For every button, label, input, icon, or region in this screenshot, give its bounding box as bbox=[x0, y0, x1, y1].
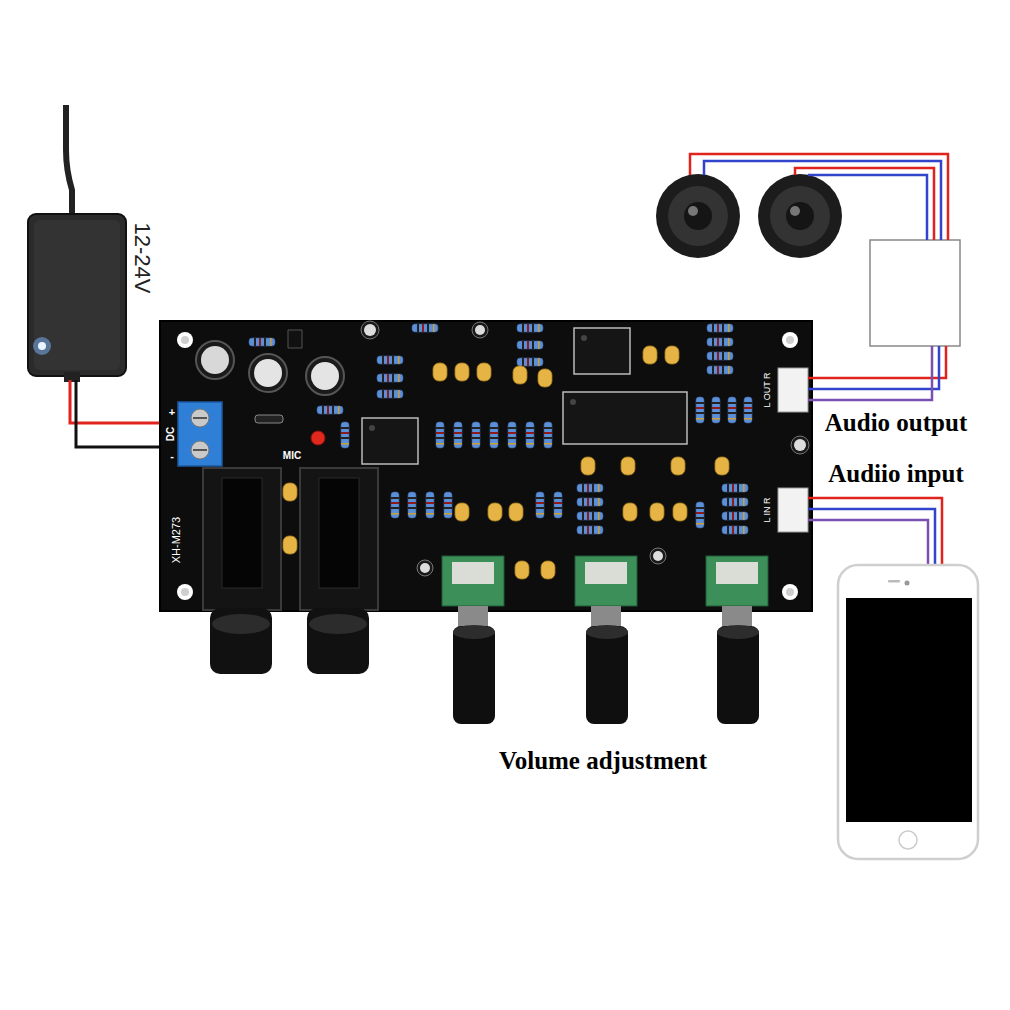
board-model: XH-M273 bbox=[170, 517, 182, 563]
callout-label: Volume adjustment bbox=[499, 747, 707, 775]
callout-label: Audio output bbox=[825, 409, 967, 437]
voltage-label: 12-24V bbox=[130, 223, 154, 294]
silk-label: L IN R bbox=[763, 497, 773, 522]
silk-label: - bbox=[170, 450, 174, 462]
callout-label: Audiio input bbox=[828, 460, 964, 488]
silk-label: DC bbox=[165, 427, 176, 441]
silk-label: L OUT R bbox=[763, 372, 773, 407]
silk-label: MIC bbox=[283, 450, 301, 461]
silk-label: + bbox=[169, 406, 175, 418]
